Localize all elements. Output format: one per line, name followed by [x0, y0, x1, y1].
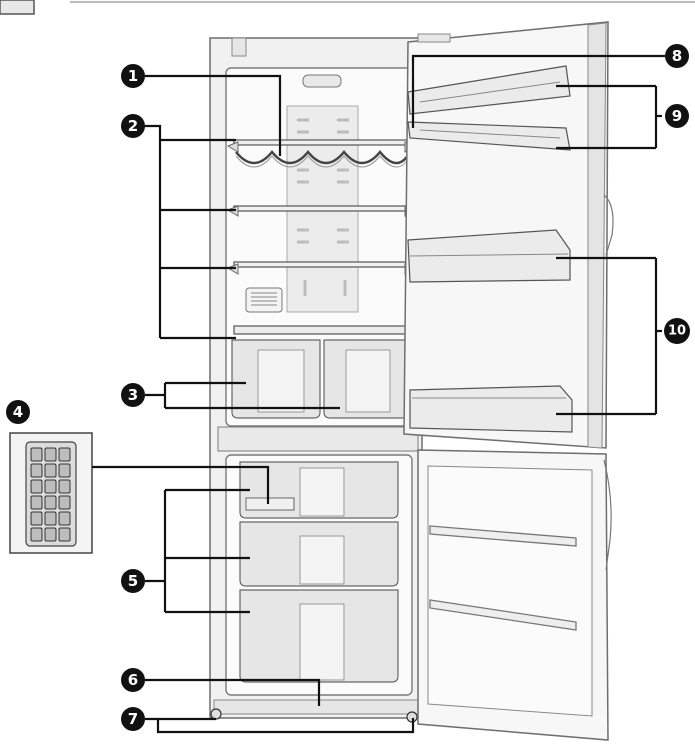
vegetable-drawer-left — [231, 339, 321, 419]
ice-cell — [58, 447, 71, 462]
callouts: 1 2 3 4 5 6 7 8 — [6, 44, 690, 731]
ice-cell — [44, 479, 57, 494]
ice-tray-inset — [9, 432, 93, 554]
ice-cell — [44, 495, 57, 510]
svg-text:5: 5 — [128, 572, 138, 590]
crisper-cover — [233, 325, 411, 335]
callout-5: 5 — [121, 569, 145, 593]
ice-cell — [58, 511, 71, 526]
callout-8: 8 — [665, 44, 689, 68]
leader-lines — [92, 54, 665, 734]
callout-10: 10 — [664, 318, 690, 344]
freezer-drawer-bottom — [239, 589, 399, 683]
freezer-drawer-middle — [239, 521, 399, 587]
callout-7: 7 — [121, 707, 145, 731]
ice-cell — [44, 511, 57, 526]
callout-1: 1 — [121, 64, 145, 88]
ice-cell — [44, 527, 57, 542]
freezer-door — [417, 449, 612, 741]
corner-mark — [0, 0, 695, 15]
svg-text:7: 7 — [128, 710, 138, 728]
door-bin-egg-shelf — [407, 65, 571, 115]
ice-cell — [58, 479, 71, 494]
freezer-drawers — [239, 461, 399, 683]
ice-cell — [58, 527, 71, 542]
ice-cell — [30, 527, 43, 542]
door-bin-bottle-upper — [407, 229, 571, 283]
interior-lamp — [302, 74, 342, 88]
leader-1 — [145, 74, 282, 156]
svg-text:1: 1 — [128, 67, 138, 85]
callout-2: 2 — [121, 114, 145, 138]
svg-text:6: 6 — [128, 671, 138, 689]
door-bin-bottle-lower — [409, 385, 573, 433]
svg-text:2: 2 — [128, 117, 138, 135]
ice-cell — [58, 495, 71, 510]
ice-cell — [44, 463, 57, 478]
leader-4 — [92, 465, 270, 504]
vegetable-drawer-right — [323, 339, 409, 419]
leader-8 — [411, 54, 665, 128]
ice-cell — [58, 463, 71, 478]
ice-cell — [30, 495, 43, 510]
svg-text:10: 10 — [668, 324, 686, 339]
door-bins — [407, 65, 573, 433]
svg-text:8: 8 — [672, 47, 682, 65]
ice-cell — [30, 479, 43, 494]
ice-tray-in-drawer — [245, 497, 295, 511]
ice-tray-cells — [30, 447, 71, 542]
callout-3: 3 — [121, 383, 145, 407]
vegetable-drawers — [231, 339, 409, 419]
callout-9: 9 — [665, 104, 689, 128]
wine-rack — [235, 150, 412, 168]
svg-text:9: 9 — [672, 107, 682, 125]
callout-6: 6 — [121, 668, 145, 692]
svg-text:4: 4 — [13, 403, 23, 421]
leader-2 — [145, 124, 162, 338]
leader-7 — [145, 717, 415, 734]
ice-cell — [44, 447, 57, 462]
leader-6 — [145, 678, 321, 706]
control-vent — [245, 287, 283, 313]
callout-4: 4 — [6, 400, 30, 424]
ice-cell — [30, 463, 43, 478]
ice-cell — [30, 511, 43, 526]
ice-cell — [30, 447, 43, 462]
door-bin-upper — [407, 121, 571, 151]
svg-text:3: 3 — [128, 386, 138, 404]
